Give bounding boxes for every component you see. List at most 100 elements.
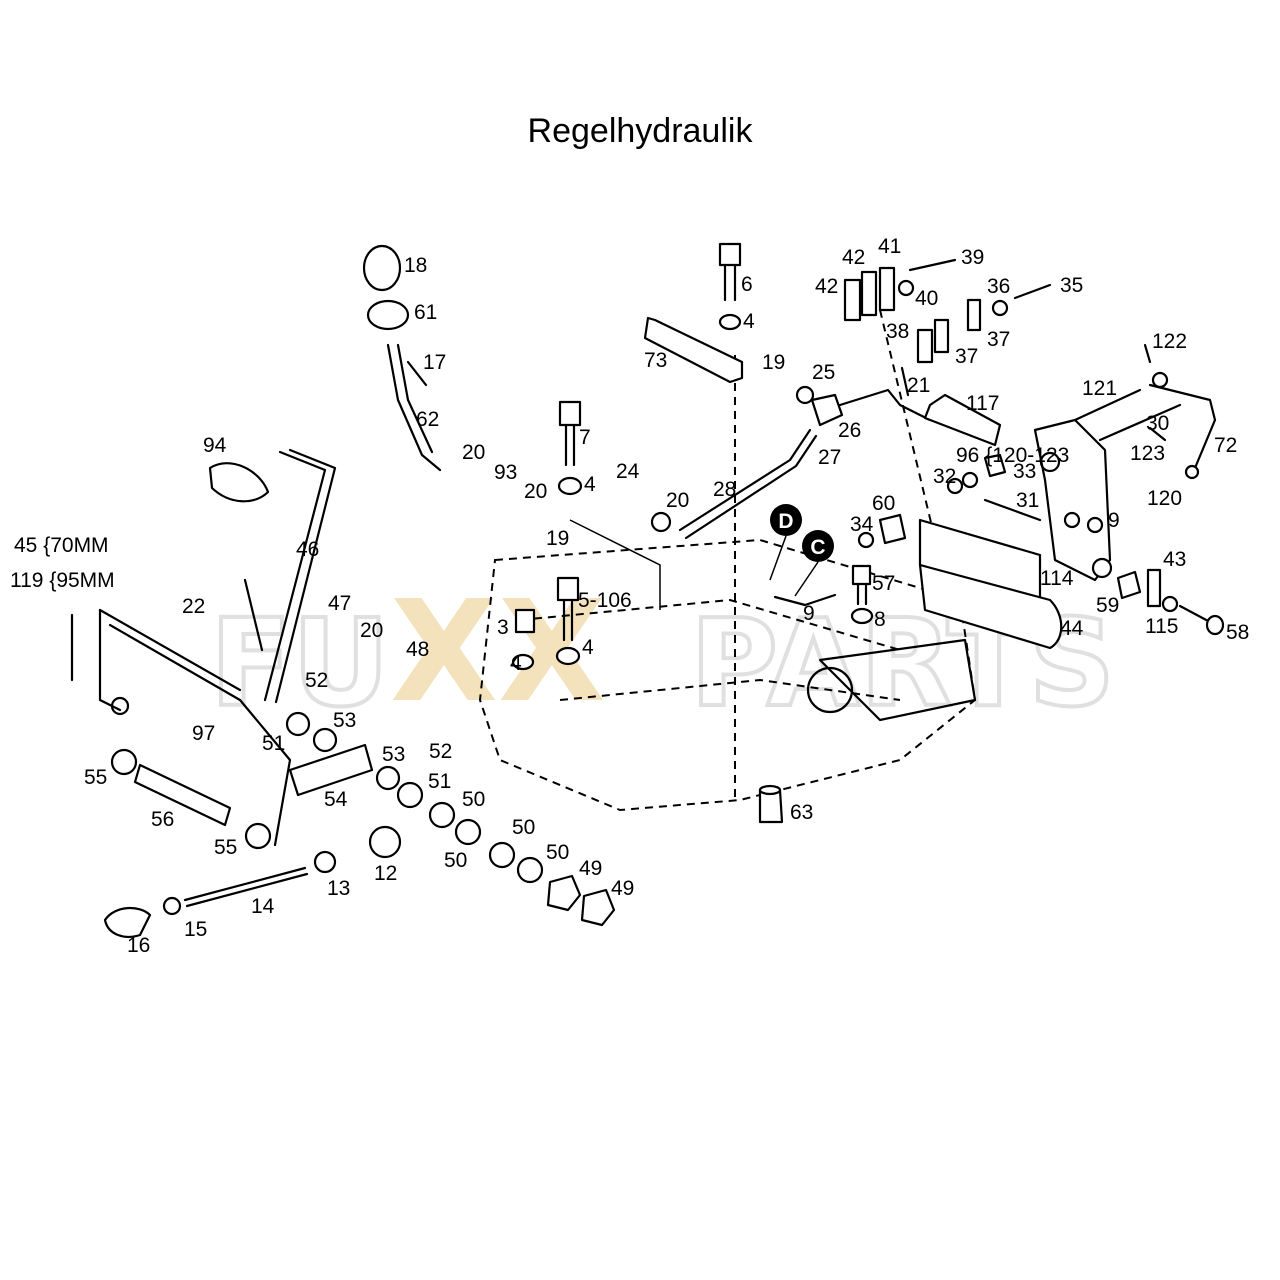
part-label: 115 <box>1145 615 1178 638</box>
part-label: 43 <box>1163 548 1186 571</box>
part-label: 34 <box>850 513 874 536</box>
part-label: 32 <box>933 465 956 488</box>
part-label: 49 <box>579 857 602 880</box>
part-label: 33 <box>1013 460 1036 483</box>
part-label: 72 <box>1214 434 1237 457</box>
part-label: 57 <box>872 572 895 595</box>
part-label: 24 <box>616 460 640 483</box>
part-label: 73 <box>644 349 667 372</box>
part-label: 123 <box>1130 442 1165 465</box>
page-title: Regelhydraulik <box>527 112 753 150</box>
part-label: 53 <box>382 743 405 766</box>
part-label: 4 <box>582 636 594 659</box>
part-label: 120 <box>1147 487 1182 510</box>
part-label: 19 <box>762 351 785 374</box>
part-label: 51 <box>428 770 451 793</box>
part-label: 96 {120-123 <box>956 444 1069 467</box>
part-label: 22 <box>182 595 205 618</box>
plates-43-44 <box>918 518 1063 650</box>
part-label: 62 <box>416 408 439 431</box>
arm-73-assembly <box>643 242 744 384</box>
bracket-114 <box>1033 418 1113 582</box>
part-label: 6 <box>741 273 753 296</box>
part-label: 58 <box>1226 621 1249 644</box>
part-label: 94 <box>203 434 227 457</box>
part-label: 35 <box>1060 274 1083 297</box>
part-label: 50 <box>546 841 569 864</box>
part-label: 59 <box>1096 594 1119 617</box>
part-label: 61 <box>414 301 437 324</box>
part-label: 37 <box>987 328 1010 351</box>
part-label: 54 <box>324 788 348 811</box>
part-label: 39 <box>961 246 984 269</box>
part-label: 37 <box>955 345 978 368</box>
part-label: 52 <box>305 669 328 692</box>
part-label: 28 <box>713 478 736 501</box>
part-label: 50 <box>512 816 535 839</box>
part-label: 25 <box>812 361 835 384</box>
part-label: 93 <box>494 461 517 484</box>
part-label: 26 <box>838 419 861 442</box>
housing-drawing <box>478 309 977 812</box>
marker-C-label: C <box>810 536 825 559</box>
plate-54 <box>238 698 374 847</box>
part-label: 38 <box>886 320 909 343</box>
part-label: 53 <box>333 709 356 732</box>
part-label: 16 <box>127 934 150 957</box>
part-label: 119 {95MM <box>10 569 115 592</box>
part-label: 41 <box>878 235 901 258</box>
part-117 <box>900 366 1002 447</box>
part-label: 55 <box>214 836 237 859</box>
part-label: 19 <box>546 527 569 550</box>
washer-stack <box>285 711 616 927</box>
part-label: 40 <box>915 287 938 310</box>
part-label: 20 <box>524 480 547 503</box>
marker-D-label: D <box>778 510 793 533</box>
part-label: 47 <box>328 592 351 615</box>
rod-14-assembly <box>103 825 402 938</box>
part-label: 52 <box>429 740 452 763</box>
parts-8-9 <box>773 564 874 625</box>
part-label: 3 <box>497 616 509 639</box>
part-label: 4 <box>510 652 522 675</box>
linkage-top-right <box>843 258 1052 364</box>
bracket-arm <box>70 608 242 716</box>
part-label: 5-106 <box>578 589 632 612</box>
part-label: 31 <box>1016 489 1039 512</box>
part-label: 27 <box>818 446 841 469</box>
part-label: 36 <box>987 275 1010 298</box>
part-label: 13 <box>327 877 350 900</box>
part-label: 50 <box>462 788 485 811</box>
part-label: 56 <box>151 808 174 831</box>
marker-C: C <box>794 530 834 597</box>
part-label: 49 <box>611 877 634 900</box>
part-label: 18 <box>404 254 427 277</box>
part-label: 9 <box>803 602 815 625</box>
part-label: 121 <box>1082 377 1117 400</box>
part-label: 4 <box>584 473 596 496</box>
shaft-56 <box>110 748 272 850</box>
part-label: 46 <box>296 538 319 561</box>
part-label: 17 <box>423 351 446 374</box>
control-lever-46 <box>208 448 337 704</box>
hand-lever-assembly <box>362 244 442 472</box>
part-label: 44 <box>1060 617 1084 640</box>
part-label: 45 {70MM <box>14 534 109 557</box>
marker-D: D <box>769 504 802 581</box>
part-label: 117 <box>966 392 999 415</box>
part-label: 55 <box>84 766 107 789</box>
part-label: 7 <box>579 426 591 449</box>
part-label: 51 <box>262 732 285 755</box>
part-label: 20 <box>462 441 485 464</box>
parts-31-34 <box>857 453 1042 549</box>
part-label: 30 <box>1146 412 1169 435</box>
part-label: 63 <box>790 801 813 824</box>
part-label: 48 <box>406 638 429 661</box>
part-label: 50 <box>444 849 467 872</box>
part-label: 60 <box>872 492 895 515</box>
part-label: 9 <box>1108 509 1120 532</box>
part-label: 20 <box>666 489 689 512</box>
part-label: 11 <box>0 0 22 5</box>
